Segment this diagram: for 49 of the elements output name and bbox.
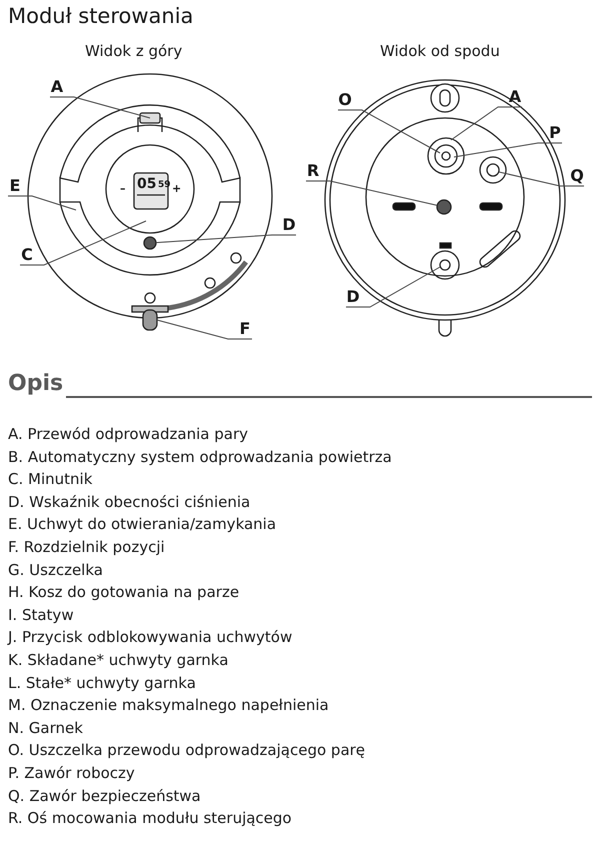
callout-letter: A [508,88,522,106]
indicator-pin [143,236,157,250]
leader-line [50,96,150,118]
display-text: + [172,182,182,195]
list-item-text: A. Przewód odprowadzania pary [8,424,248,444]
diagram-title: Moduł sterowania [8,4,194,28]
callout-letter: P [548,124,562,142]
section-heading: Opis [8,371,64,396]
callout-letter: D [282,216,296,234]
indicator-pin [436,199,452,215]
view-title: Widok z góry [85,42,182,60]
leader-line [8,196,76,210]
list-item-text: R. Oś mocowania modułu sterującego [8,808,292,828]
callout-letter: Q [570,167,584,185]
list-item-text: E. Uchwyt do otwierania/zamykania [8,514,276,534]
leader-line [338,110,440,154]
list-item-text: M. Oznaczenie maksymalnego napełnienia [8,695,329,716]
list-item-text: G. Uszczelka [8,560,103,580]
callout-letter: R [306,162,320,180]
callout-letter: A [50,78,64,96]
leader-line [498,172,584,186]
callout-letter: C [20,246,34,264]
leader-line [20,220,146,266]
list-item-text: K. Składane* uchwyty garnka [8,650,228,670]
display-text: 05 [137,176,156,192]
list-item-text: F. Rozdzielnik pozycji [8,537,165,557]
leader-line [156,320,252,340]
leader-line [346,266,440,308]
callout-letter: F [238,320,252,338]
list-item-text: Q. Zawór bezpieczeństwa [8,786,201,806]
list-item-text: D. Wskaźnik obecności ciśnienia [8,492,250,512]
display-text: – [120,182,126,195]
leader-line [454,142,562,158]
list-item-text: P. Zawór roboczy [8,763,135,783]
list-item-text: B. Automatyczny system odprowadzania powietrza [8,446,392,467]
callout-letter: E [8,177,22,195]
list-item-text: L. Stałe* uchwyty garnka [8,672,196,693]
callout-letter: D [346,288,360,306]
list-item-text: O. Uszczelka przewodu odprowadzającego parę [8,740,366,760]
leader-line [306,180,438,206]
callout-letter: O [338,91,352,109]
list-item-text: C. Minutnik [8,469,92,490]
slider-knob [142,309,158,331]
list-item-text: N. Garnek [8,718,83,738]
list-item-text: J. Przycisk odblokowywania uchwytów [8,627,292,648]
list-item-text: I. Statyw [8,604,74,625]
view-title: Widok od spodu [380,42,500,60]
list-item-text: H. Kosz do gotowania na parze [8,582,240,602]
leader-line [450,106,522,140]
